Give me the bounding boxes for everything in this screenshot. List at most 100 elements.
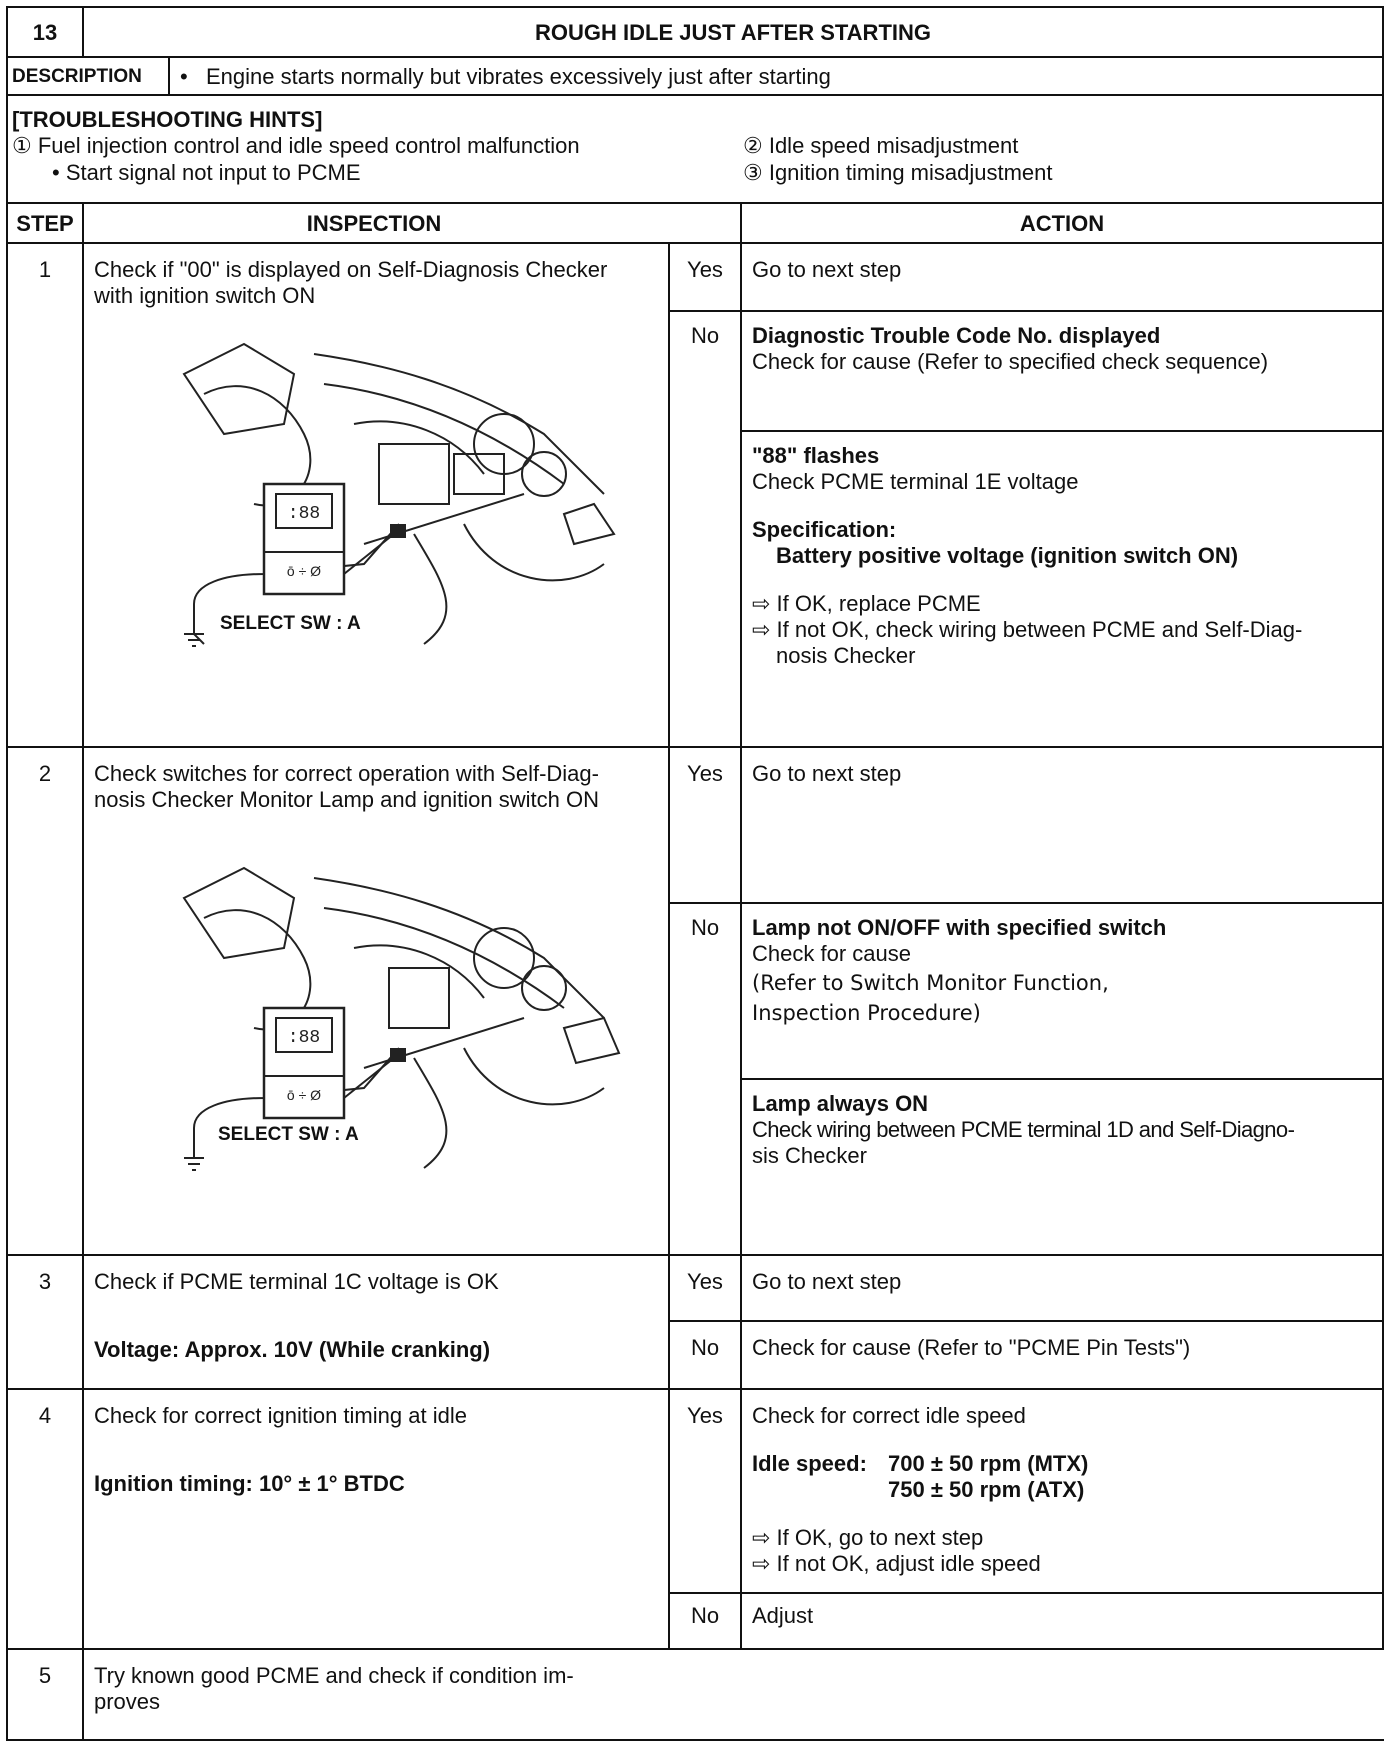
- yes-action-cell: Go to next step: [740, 1254, 1384, 1322]
- spec-title: Specification:: [752, 517, 897, 542]
- yes-cell: Yes: [668, 242, 742, 312]
- illustration-label: SELECT SW : A: [218, 1124, 359, 1145]
- description-text: Engine starts normally but vibrates exce…: [206, 64, 831, 89]
- yes-label: Yes: [687, 1269, 723, 1294]
- no-action-line: Check PCME terminal 1E voltage: [752, 469, 1079, 494]
- column-header-action-label: ACTION: [1019, 211, 1105, 236]
- illustration-label: SELECT SW : A: [220, 613, 361, 634]
- procedure-number: 13: [32, 20, 58, 45]
- step-number: 5: [38, 1663, 52, 1688]
- step-inspection-cell: Check switches for correct operation wit…: [82, 746, 670, 1256]
- step-spec: Voltage: Approx. 10V (While cranking): [94, 1337, 491, 1362]
- procedure-title: ROUGH IDLE JUST AFTER STARTING: [535, 20, 931, 45]
- no-action: Check for cause (Refer to "PCME Pin Test…: [752, 1335, 1191, 1360]
- step-inspection-line: proves: [94, 1689, 161, 1714]
- no-label: No: [690, 323, 720, 348]
- step-spec: Ignition timing: 10° ± 1° BTDC: [94, 1471, 405, 1496]
- result-bullet: ⇨ If OK, replace PCME: [752, 591, 981, 616]
- yes-cell: Yes: [668, 1388, 742, 1594]
- procedure-title-cell: ROUGH IDLE JUST AFTER STARTING: [82, 6, 1384, 58]
- step-number: 1: [38, 257, 52, 282]
- step-inspection-cell: Check for correct ignition timing at idl…: [82, 1388, 670, 1650]
- no-action-cell: Adjust: [740, 1592, 1384, 1650]
- no-cell: No: [668, 1592, 742, 1650]
- step-inspection-line: Check if "00" is displayed on Self-Diagn…: [94, 257, 608, 282]
- checker-illustration: :88 ō ÷ Ø: [164, 334, 634, 664]
- hint-item: ② Idle speed misadjustment: [743, 133, 1019, 158]
- column-header-inspection-label: INSPECTION: [306, 211, 442, 236]
- step-inspection-line: with ignition switch ON: [94, 283, 316, 308]
- no-action-cell: "88" flashes Check PCME terminal 1E volt…: [740, 430, 1384, 748]
- description-bullet: •: [180, 64, 188, 89]
- no-action: Adjust: [752, 1603, 814, 1628]
- step-inspection-line: Check switches for correct operation wit…: [94, 761, 599, 786]
- no-action-cell: Diagnostic Trouble Code No. displayed Ch…: [740, 310, 1384, 432]
- spec-value: Battery positive voltage (ignition switc…: [776, 543, 1239, 568]
- no-action-line: Check for cause (Refer to specified chec…: [752, 349, 1269, 374]
- procedure-number-cell: 13: [6, 6, 84, 58]
- step-inspection-line: Try known good PCME and check if conditi…: [94, 1663, 574, 1688]
- step-number-cell: 1: [6, 242, 84, 748]
- troubleshooting-sheet: 13 ROUGH IDLE JUST AFTER STARTING DESCRI…: [6, 6, 1384, 1741]
- no-action-line: Check for cause: [752, 941, 911, 966]
- idle-speed-value: 750 ± 50 rpm (ATX): [888, 1477, 1085, 1502]
- description-divider: [168, 58, 170, 94]
- no-action-line: Check wiring between PCME terminal 1D an…: [752, 1117, 1295, 1142]
- no-action-cell: Lamp always ON Check wiring between PCME…: [740, 1078, 1384, 1256]
- result-bullet: nosis Checker: [776, 643, 916, 668]
- no-label: No: [690, 1335, 720, 1360]
- svg-text::88: :88: [288, 1028, 320, 1048]
- yes-action: Go to next step: [752, 257, 902, 282]
- step-inspection-cell: Check if "00" is displayed on Self-Diagn…: [82, 242, 670, 748]
- yes-label: Yes: [687, 761, 723, 786]
- step-inspection-cell: Check if PCME terminal 1C voltage is OK …: [82, 1254, 670, 1390]
- step-number-cell: 3: [6, 1254, 84, 1390]
- yes-label: Yes: [687, 1403, 723, 1428]
- hint-item: ① Fuel injection control and idle speed …: [12, 133, 580, 158]
- svg-text:ō ÷ Ø: ō ÷ Ø: [287, 563, 321, 579]
- no-action-line: sis Checker: [752, 1143, 867, 1168]
- step-number: 2: [38, 761, 52, 786]
- step-number: 3: [38, 1269, 52, 1294]
- column-header-action: ACTION: [740, 202, 1384, 244]
- yes-action: Go to next step: [752, 1269, 902, 1294]
- no-label: No: [690, 1603, 720, 1628]
- column-header-step-label: STEP: [16, 211, 74, 236]
- svg-text::88: :88: [288, 504, 320, 524]
- troubleshooting-hints: [TROUBLESHOOTING HINTS] ① Fuel injection…: [6, 94, 1384, 204]
- checker-illustration: :88 ō ÷ Ø: [164, 858, 634, 1188]
- yes-action-cell: Go to next step: [740, 746, 1384, 904]
- hints-title: [TROUBLESHOOTING HINTS]: [12, 107, 323, 132]
- idle-speed-label: Idle speed:: [752, 1451, 867, 1476]
- no-action-title: "88" flashes: [752, 443, 880, 468]
- yes-action-cell: Go to next step: [740, 242, 1384, 312]
- no-cell: No: [668, 1320, 742, 1390]
- yes-cell: Yes: [668, 1254, 742, 1322]
- no-action-cell: Check for cause (Refer to "PCME Pin Test…: [740, 1320, 1384, 1390]
- yes-label: Yes: [687, 257, 723, 282]
- step-inspection-line: nosis Checker Monitor Lamp and ignition …: [94, 787, 600, 812]
- description-row: DESCRIPTION • Engine starts normally but…: [6, 56, 1384, 96]
- hint-item: ③ Ignition timing misadjustment: [743, 160, 1053, 185]
- no-action-cell: Lamp not ON/OFF with specified switch Ch…: [740, 902, 1384, 1080]
- no-label: No: [690, 915, 720, 940]
- step-number: 4: [38, 1403, 52, 1428]
- result-bullet: ⇨ If OK, go to next step: [752, 1525, 984, 1550]
- step-number-cell: 4: [6, 1388, 84, 1650]
- yes-action: Check for correct idle speed: [752, 1403, 1026, 1428]
- description-label: DESCRIPTION: [12, 66, 142, 87]
- hint-item: • Start signal not input to PCME: [52, 160, 361, 185]
- step-inspection-line: Check if PCME terminal 1C voltage is OK: [94, 1269, 499, 1294]
- step-number-cell: 2: [6, 746, 84, 1256]
- idle-speed-value: 700 ± 50 rpm (MTX): [888, 1451, 1089, 1476]
- no-cell: No: [668, 902, 742, 1256]
- column-header-inspection: INSPECTION: [82, 202, 742, 244]
- no-action-title: Lamp not ON/OFF with specified switch: [752, 915, 1167, 940]
- yes-action-cell: Check for correct idle speed Idle speed:…: [740, 1388, 1384, 1594]
- result-bullet: ⇨ If not OK, adjust idle speed: [752, 1551, 1041, 1576]
- column-header-step: STEP: [6, 202, 84, 244]
- no-action-title: Diagnostic Trouble Code No. displayed: [752, 323, 1161, 348]
- step-number-cell: 5: [6, 1648, 84, 1741]
- result-bullet: ⇨ If not OK, check wiring between PCME a…: [752, 617, 1303, 642]
- yes-cell: Yes: [668, 746, 742, 904]
